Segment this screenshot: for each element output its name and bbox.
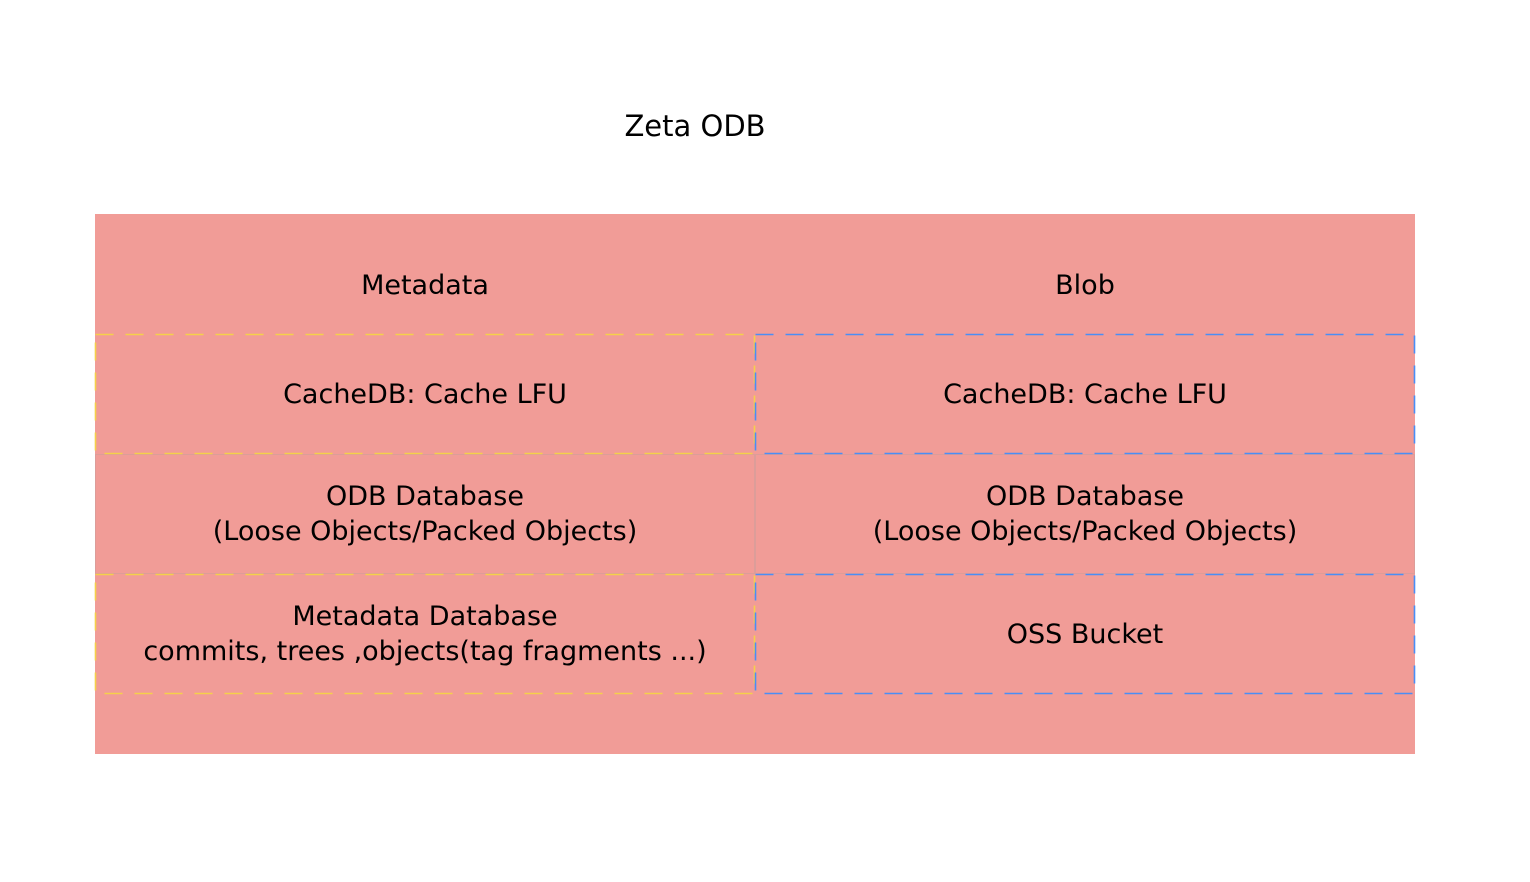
metadata-database-sublabel: commits, trees ,objects(tag fragments ..… [143, 636, 707, 667]
metadata-database-cell: Metadata Database commits, trees ,object… [95, 574, 755, 694]
metadata-column-header: Metadata [361, 270, 489, 301]
metadata-database-label: Metadata Database [292, 601, 558, 632]
blob-odb-sublabel: (Loose Objects/Packed Objects) [872, 516, 1298, 547]
diagram-title: Zeta ODB [624, 109, 766, 143]
metadata-odb-cell: ODB Database (Loose Objects/Packed Objec… [95, 454, 755, 574]
blob-odb-cell: ODB Database (Loose Objects/Packed Objec… [755, 454, 1415, 574]
oss-bucket-cell: OSS Bucket [755, 574, 1415, 694]
metadata-odb-sublabel: (Loose Objects/Packed Objects) [212, 516, 638, 547]
blob-column-header: Blob [1055, 270, 1115, 301]
metadata-cache-label: CacheDB: Cache LFU [283, 378, 567, 410]
metadata-cache-cell: CacheDB: Cache LFU [95, 334, 755, 454]
blob-odb-label: ODB Database [986, 481, 1184, 512]
oss-bucket-label: OSS Bucket [1006, 618, 1164, 650]
metadata-odb-label: ODB Database [326, 481, 524, 512]
blob-cache-cell: CacheDB: Cache LFU [755, 334, 1415, 454]
blob-cache-label: CacheDB: Cache LFU [943, 378, 1227, 410]
